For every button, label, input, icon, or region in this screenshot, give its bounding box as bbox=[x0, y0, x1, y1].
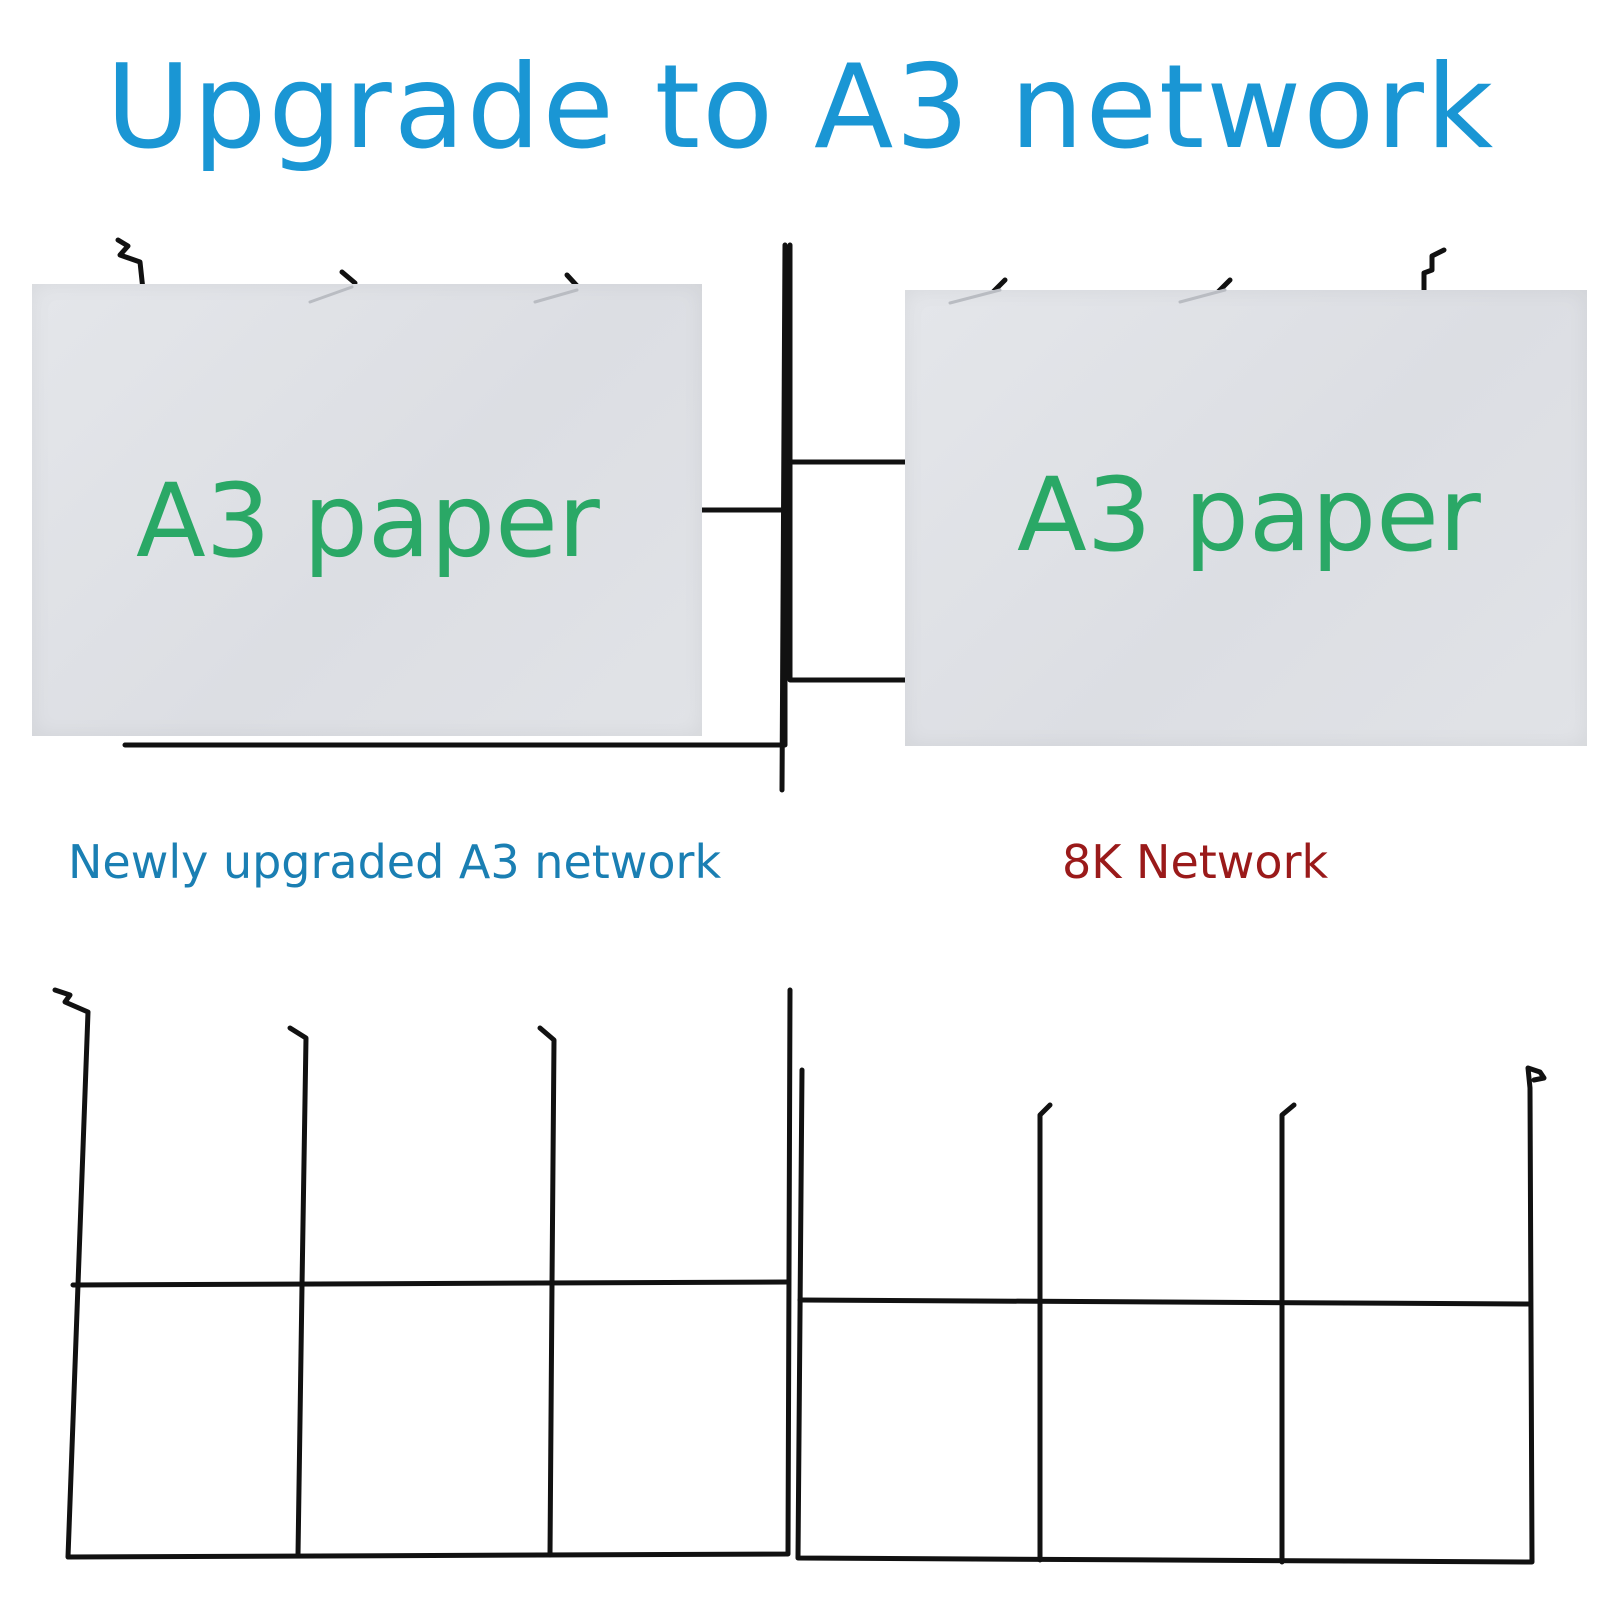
right-rack-frame bbox=[787, 242, 908, 683]
paper-sheet-right: A3 paper bbox=[905, 290, 1587, 746]
caption-left: Newly upgraded A3 network bbox=[68, 835, 722, 889]
right-rack-upright bbox=[1037, 1102, 1053, 1563]
right-rack-outline bbox=[795, 1065, 1547, 1565]
wire-rack-bottom-illustration bbox=[52, 987, 1547, 1565]
paper-sheet-left: A3 paper bbox=[32, 284, 702, 736]
left-rack-hook bbox=[115, 237, 146, 293]
left-rack-hook bbox=[339, 269, 358, 286]
right-rack-crossbar bbox=[797, 1297, 1533, 1307]
left-rack-upright bbox=[537, 1025, 557, 1558]
left-rack-upright bbox=[287, 1025, 309, 1558]
right-rack-hook bbox=[1421, 247, 1447, 298]
caption-right: 8K Network bbox=[1062, 835, 1329, 889]
left-rack-frame bbox=[122, 242, 788, 793]
right-rack-upright bbox=[1279, 1102, 1297, 1565]
paper-label: A3 paper bbox=[1017, 456, 1481, 575]
paper-label: A3 paper bbox=[136, 462, 600, 581]
left-rack-outline bbox=[52, 987, 793, 1560]
page-title: Upgrade to A3 network bbox=[105, 40, 1496, 175]
left-rack-crossbar bbox=[70, 1279, 791, 1288]
